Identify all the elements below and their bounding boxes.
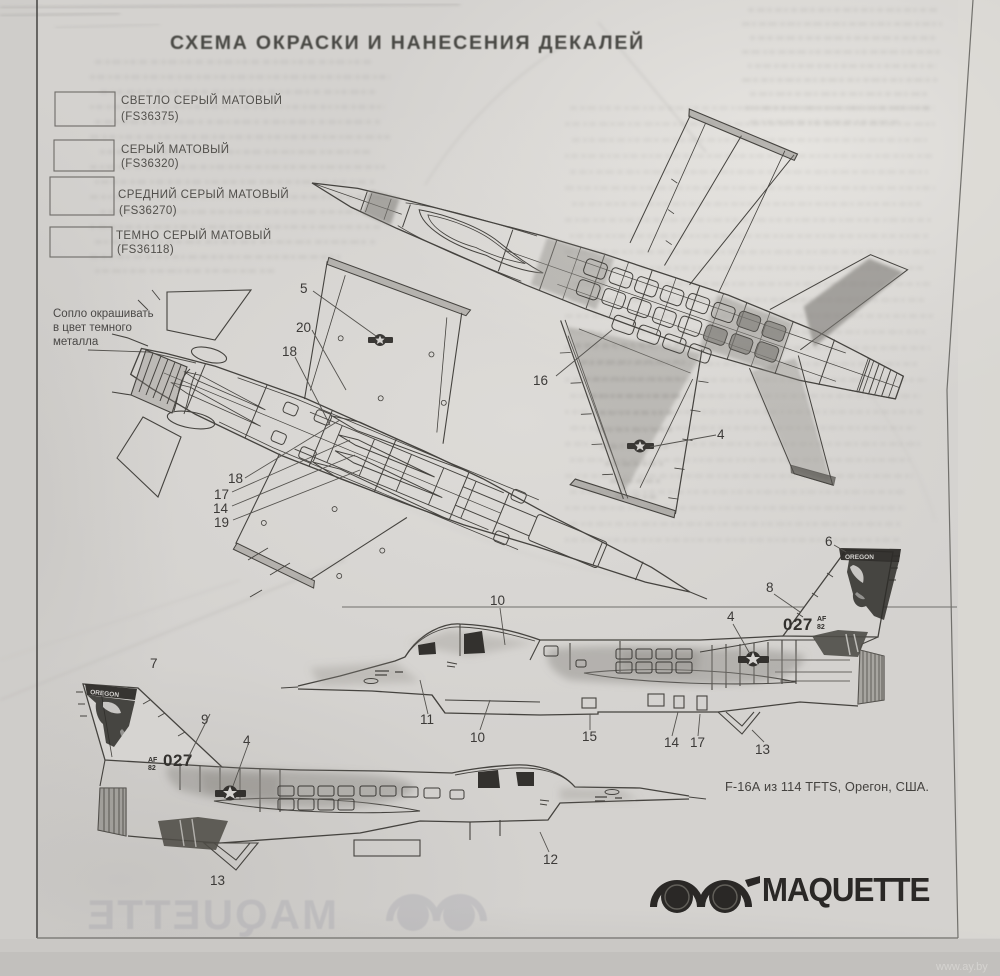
svg-text:14: 14	[664, 735, 680, 750]
svg-text:металла: металла	[53, 336, 99, 348]
svg-text:ТЕМНО СЕРЫЙ МАТОВЫЙ: ТЕМНО СЕРЫЙ МАТОВЫЙ	[116, 229, 272, 242]
svg-text:(FS36118): (FS36118)	[117, 244, 174, 256]
svg-text:OREGON: OREGON	[90, 689, 120, 699]
svg-text:82: 82	[817, 624, 825, 631]
svg-text:82: 82	[148, 765, 156, 772]
svg-text:F-16А из 114 TFTS, Орегон, США: F-16А из 114 TFTS, Орегон, США.	[725, 779, 929, 794]
svg-text:СЕРЫЙ МАТОВЫЙ: СЕРЫЙ МАТОВЫЙ	[121, 143, 229, 156]
svg-text:СХЕМА ОКРАСКИ И НАНЕСЕНИЯ ДЕКА: СХЕМА ОКРАСКИ И НАНЕСЕНИЯ ДЕКАЛЕЙ	[170, 30, 645, 54]
svg-text:14: 14	[213, 501, 229, 516]
svg-text:(FS36375): (FS36375)	[121, 111, 179, 123]
svg-text:10: 10	[470, 730, 485, 745]
svg-text:027: 027	[783, 615, 813, 634]
svg-text:13: 13	[210, 873, 225, 888]
svg-text:10: 10	[490, 593, 505, 608]
svg-text:027: 027	[163, 751, 193, 770]
svg-text:MAQUETTE: MAQUETTE	[762, 871, 930, 908]
svg-text:16: 16	[533, 373, 548, 388]
svg-text:11: 11	[420, 712, 434, 727]
svg-text:AF: AF	[148, 757, 158, 764]
svg-text:Сопло окрашивать: Сопло окрашивать	[53, 308, 154, 320]
svg-text:AF: AF	[817, 616, 827, 623]
svg-text:20: 20	[296, 320, 311, 335]
svg-text:18: 18	[228, 471, 243, 486]
svg-text:13: 13	[755, 742, 770, 757]
svg-text:12: 12	[543, 852, 558, 867]
svg-text:в цвет темного: в цвет темного	[53, 322, 132, 334]
svg-text:СВЕТЛО СЕРЫЙ МАТОВЫЙ: СВЕТЛО СЕРЫЙ МАТОВЫЙ	[121, 94, 282, 107]
svg-text:4: 4	[243, 733, 251, 748]
svg-text:www.ay.by: www.ay.by	[935, 961, 988, 973]
svg-text:4: 4	[727, 609, 735, 624]
svg-text:17: 17	[214, 487, 229, 502]
svg-text:(FS36270): (FS36270)	[119, 205, 177, 217]
svg-text:19: 19	[214, 515, 229, 530]
svg-text:7: 7	[150, 656, 158, 671]
svg-text:4: 4	[717, 427, 725, 442]
svg-text:(FS36320): (FS36320)	[121, 158, 179, 170]
svg-text:СРЕДНИЙ СЕРЫЙ МАТОВЫЙ: СРЕДНИЙ СЕРЫЙ МАТОВЫЙ	[118, 188, 289, 201]
svg-text:6: 6	[825, 534, 833, 549]
svg-text:OREGON: OREGON	[845, 554, 874, 561]
svg-text:MAQUETTE: MAQUETTE	[85, 891, 337, 938]
svg-text:9: 9	[201, 712, 209, 727]
svg-text:17: 17	[690, 735, 705, 750]
svg-text:18: 18	[282, 344, 297, 359]
svg-text:8: 8	[766, 580, 774, 595]
svg-text:15: 15	[582, 729, 597, 744]
svg-text:5: 5	[300, 281, 308, 296]
